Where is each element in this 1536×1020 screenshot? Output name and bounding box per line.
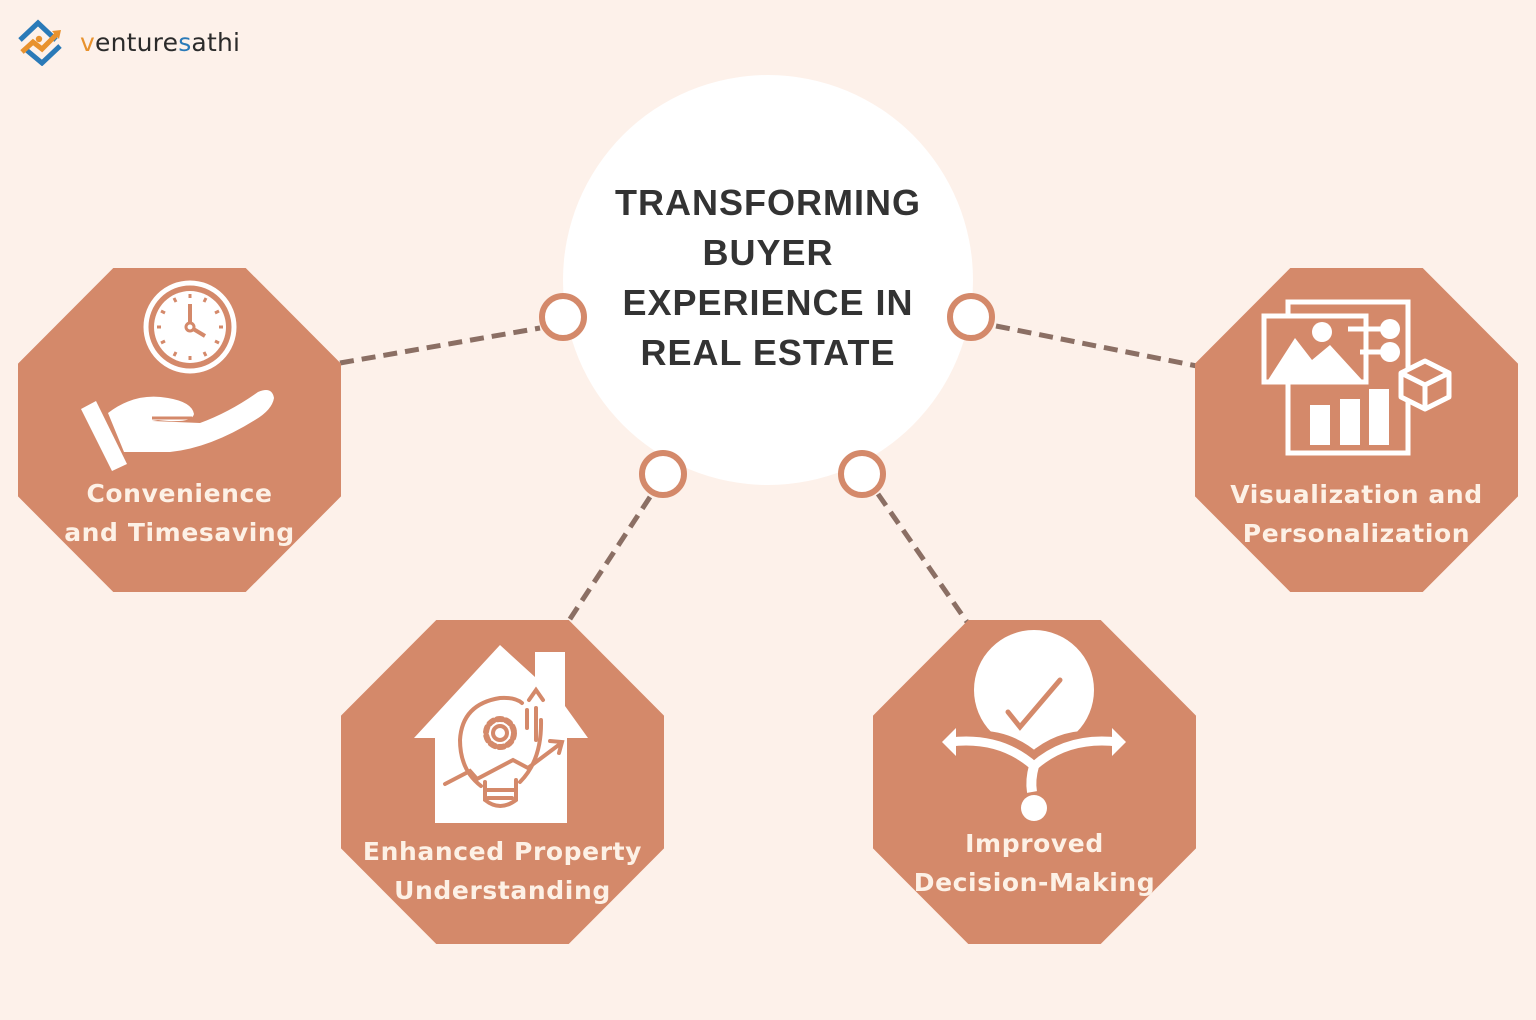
ring-bottom-left <box>639 450 687 498</box>
node-decision-label: Improved Decision-Making <box>913 829 1156 897</box>
node-visualization-label: Visualization and Personalization <box>1230 480 1483 548</box>
hub-circle <box>563 75 973 485</box>
node-convenience-label: Convenience and Timesaving <box>64 479 295 547</box>
hand-clock-icon <box>81 280 274 471</box>
visualization-icon <box>1261 299 1452 456</box>
decision-check-icon <box>942 630 1126 821</box>
connector-visualization <box>995 323 1198 369</box>
ring-right <box>947 293 995 341</box>
ring-left <box>539 293 587 341</box>
connector-decision <box>875 492 970 624</box>
brand-name: venturesathi <box>80 27 241 57</box>
ring-bottom-right <box>838 450 886 498</box>
connector-convenience <box>339 325 541 366</box>
brand-logo: venturesathi <box>16 18 240 66</box>
connector-property <box>565 495 653 624</box>
hub-title: TRANSFORMING BUYER EXPERIENCE IN REAL ES… <box>615 182 921 373</box>
node-property-label: Enhanced Property Understanding <box>362 837 643 905</box>
venturesathi-logo-icon <box>18 19 62 66</box>
house-lightbulb-icon <box>414 645 588 823</box>
